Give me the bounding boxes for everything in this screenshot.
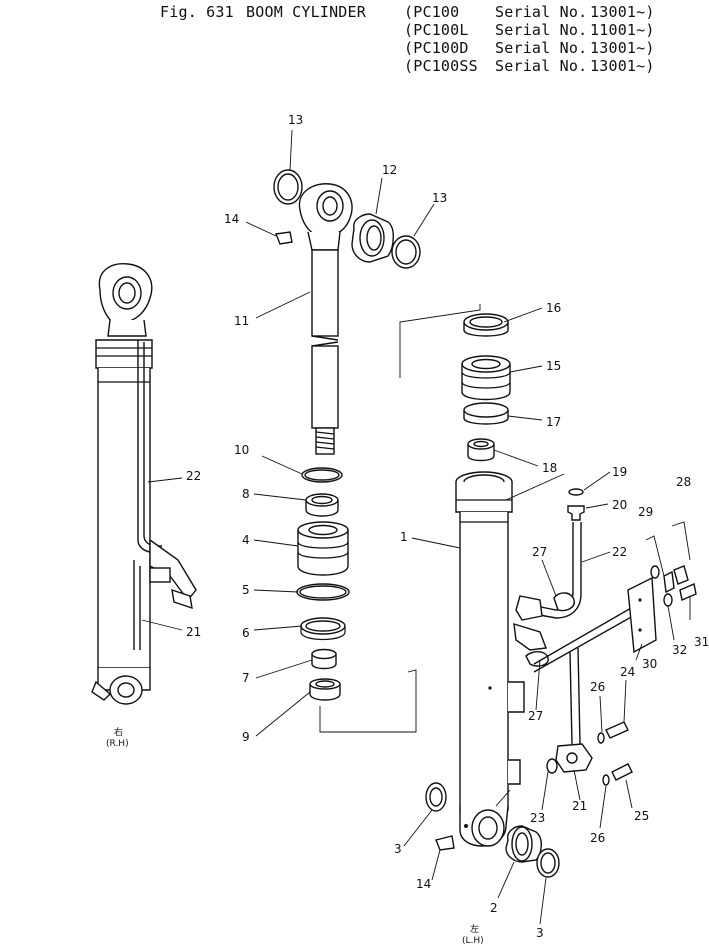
model-row: (PC100SS: [404, 57, 478, 75]
serial-label: Serial No.: [495, 57, 588, 75]
rod-end-parts: [273, 169, 421, 269]
callout-22: 22: [186, 469, 201, 483]
callout-20: 20: [612, 498, 627, 512]
callout-2: 2: [490, 901, 498, 915]
lh-kanji: 左: [470, 923, 479, 935]
model-row: (PC100D: [404, 39, 469, 57]
lh-bottom-parts: [425, 782, 560, 878]
piston-rod: [298, 183, 353, 455]
model-name: PC100SS: [413, 57, 478, 75]
figure-number: Fig. 631: [160, 3, 234, 21]
callout-8: 8: [242, 487, 250, 501]
serial-label: Serial No.: [495, 3, 588, 21]
rh-cylinder-assembly: [91, 263, 197, 705]
lh-label: (L.H): [462, 936, 484, 946]
serial-number: 11001~): [590, 21, 655, 39]
callout-29: 29: [638, 505, 653, 519]
model-row: (PC100L: [404, 21, 469, 39]
callout-26: 26: [590, 680, 605, 694]
serial-number: 13001~): [590, 3, 655, 21]
callout-1: 1: [400, 530, 408, 544]
figure-title: BOOM CYLINDER: [246, 3, 366, 21]
serial-label: Serial No.: [495, 21, 588, 39]
callout-4: 4: [242, 533, 250, 547]
callout-25: 25: [634, 809, 649, 823]
leader-lines: [141, 129, 691, 925]
callout-5: 5: [242, 583, 250, 597]
callout-15: 15: [546, 359, 561, 373]
serial-number: 13001~): [590, 39, 655, 57]
lh-cylinder-tube: [455, 471, 525, 847]
callout-23: 23: [530, 811, 545, 825]
callout-12: 12: [382, 163, 397, 177]
callout-11: 11: [234, 314, 249, 328]
callout-31: 31: [694, 635, 709, 649]
rh-label: (R.H): [106, 739, 129, 749]
callout-27: 27: [532, 545, 547, 559]
model-name: PC100: [413, 3, 460, 21]
callout-17: 17: [546, 415, 561, 429]
callout-3: 3: [394, 842, 402, 856]
callout-16: 16: [546, 301, 561, 315]
lh-tubing: [513, 488, 697, 786]
callout-27: 27: [528, 709, 543, 723]
head-parts: [399, 304, 511, 462]
callout-9: 9: [242, 730, 250, 744]
serial-number: 13001~): [590, 57, 655, 75]
callout-21: 21: [186, 625, 201, 639]
serial-label: Serial No.: [495, 39, 588, 57]
callout-10: 10: [234, 443, 249, 457]
callout-28: 28: [676, 475, 691, 489]
callout-numbers: 1 2 3 3 4 5 6 7 8 9 10 11 12 13 13 14 14…: [106, 113, 709, 946]
piston-parts: [296, 467, 417, 733]
callout-14: 14: [416, 877, 431, 891]
callout-7: 7: [242, 671, 250, 685]
callout-3: 3: [536, 926, 544, 940]
callout-13: 13: [432, 191, 447, 205]
callout-22: 22: [612, 545, 627, 559]
model-name: PC100D: [413, 39, 469, 57]
model-row: (PC100: [404, 3, 460, 21]
callout-26: 26: [590, 831, 605, 845]
callout-13: 13: [288, 113, 303, 127]
callout-32: 32: [672, 643, 687, 657]
callout-18: 18: [542, 461, 557, 475]
callout-14: 14: [224, 212, 239, 226]
rh-kanji: 右: [114, 726, 123, 738]
callout-21: 21: [572, 799, 587, 813]
callout-24: 24: [620, 665, 635, 679]
callout-19: 19: [612, 465, 627, 479]
model-name: PC100L: [413, 21, 469, 39]
callout-6: 6: [242, 626, 250, 640]
callout-30: 30: [642, 657, 657, 671]
